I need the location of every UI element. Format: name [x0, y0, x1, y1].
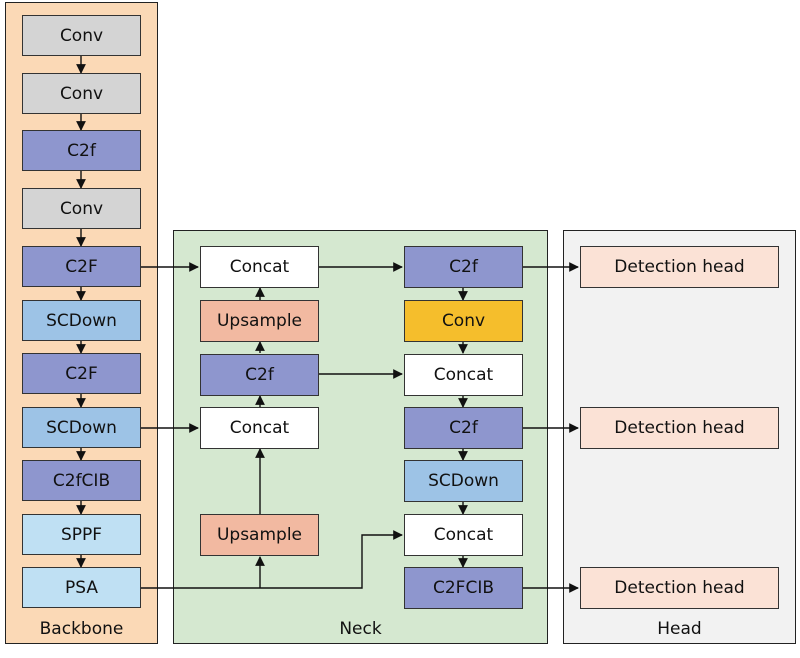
backbone-c2f-1: C2f	[22, 130, 141, 171]
backbone-scdown-1: SCDown	[22, 300, 141, 341]
detection-head-2: Detection head	[580, 407, 779, 449]
backbone-conv-3: Conv	[22, 188, 141, 229]
neck-concat-bottom-right: Concat	[404, 514, 523, 556]
backbone-c2fcib: C2fCIB	[22, 460, 141, 501]
neck-concat-top-left: Concat	[200, 246, 319, 288]
neck-label: Neck	[339, 619, 382, 639]
backbone-c2f-2: C2F	[22, 246, 141, 287]
backbone-c2f-3: C2F	[22, 353, 141, 394]
backbone-psa: PSA	[22, 567, 141, 608]
detection-head-3: Detection head	[580, 567, 779, 609]
backbone-conv-2: Conv	[22, 73, 141, 114]
backbone-label: Backbone	[39, 619, 124, 639]
neck-c2f-mid-right: C2f	[404, 407, 523, 449]
neck-upsample-bottom: Upsample	[200, 514, 319, 556]
neck-concat-mid-left: Concat	[200, 407, 319, 449]
backbone-sppf: SPPF	[22, 514, 141, 555]
head-label: Head	[657, 619, 702, 639]
neck-c2fcib-right: C2FCIB	[404, 567, 523, 609]
detection-head-1: Detection head	[580, 246, 779, 288]
neck-upsample-top: Upsample	[200, 300, 319, 342]
neck-conv-right: Conv	[404, 300, 523, 342]
neck-c2f-top-right: C2f	[404, 246, 523, 288]
backbone-conv-1: Conv	[22, 15, 141, 56]
neck-concat-mid-right: Concat	[404, 354, 523, 396]
neck-c2f-left: C2f	[200, 354, 319, 396]
backbone-scdown-2: SCDown	[22, 407, 141, 448]
neck-scdown-right: SCDown	[404, 460, 523, 502]
